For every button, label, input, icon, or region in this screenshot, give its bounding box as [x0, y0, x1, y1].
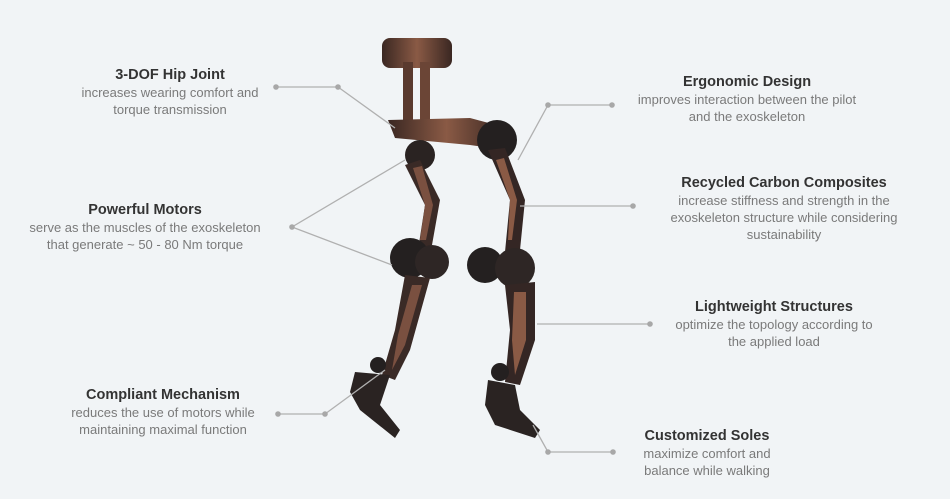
callout-title: 3-DOF Hip Joint	[115, 67, 225, 83]
leader-ergonomic	[517, 104, 612, 161]
callout-title: Powerful Motors	[88, 202, 202, 218]
leader-soles	[532, 424, 613, 453]
callout-description: maintaining maximal function	[79, 422, 247, 437]
callout-title: Lightweight Structures	[695, 299, 853, 315]
callout-description: reduces the use of motors while	[71, 405, 255, 420]
exoskeleton-frame	[350, 38, 540, 438]
callout-description: maximize comfort and	[643, 446, 771, 461]
callout-title: Customized Soles	[644, 428, 770, 444]
callout-description: balance while walking	[644, 463, 770, 478]
callout-description: increase stiffness and strength in the	[678, 193, 890, 208]
callout-recycled-carbon: Recycled Carbon Composites increase stif…	[671, 174, 898, 243]
callout-lightweight-structures: Lightweight Structures optimize the topo…	[675, 298, 872, 350]
leader-hip	[276, 86, 396, 129]
callout-description: increases wearing comfort and	[81, 85, 259, 100]
callout-description: torque transmission	[113, 102, 227, 117]
leader-motors	[290, 159, 406, 266]
callout-description: optimize the topology according to	[675, 317, 873, 332]
callout-description: that generate ~ 50 - 80 Nm torque	[46, 237, 244, 252]
leader-dots	[273, 84, 653, 455]
callout-hip-joint: 3-DOF Hip Joint increases wearing comfor…	[81, 66, 258, 118]
callout-title: Compliant Mechanism	[86, 387, 240, 403]
callout-powerful-motors: Powerful Motors serve as the muscles of …	[29, 201, 260, 253]
callout-title: Recycled Carbon Composites	[681, 175, 887, 191]
callout-description: exoskeleton structure while considering	[670, 210, 898, 225]
callout-description: sustainability	[746, 227, 822, 242]
callout-description: serve as the muscles of the exoskeleton	[29, 220, 261, 235]
callout-description: the applied load	[728, 334, 820, 349]
callout-title: Ergonomic Design	[682, 74, 812, 90]
callout-ergonomic-design: Ergonomic Design improves interaction be…	[638, 73, 856, 125]
callout-description: improves interaction between the pilot	[637, 92, 857, 107]
callout-description: and the exoskeleton	[688, 109, 806, 124]
callout-compliant-mechanism: Compliant Mechanism reduces the use of m…	[71, 386, 255, 438]
callout-customized-soles: Customized Soles maximize comfort and ba…	[643, 427, 770, 479]
